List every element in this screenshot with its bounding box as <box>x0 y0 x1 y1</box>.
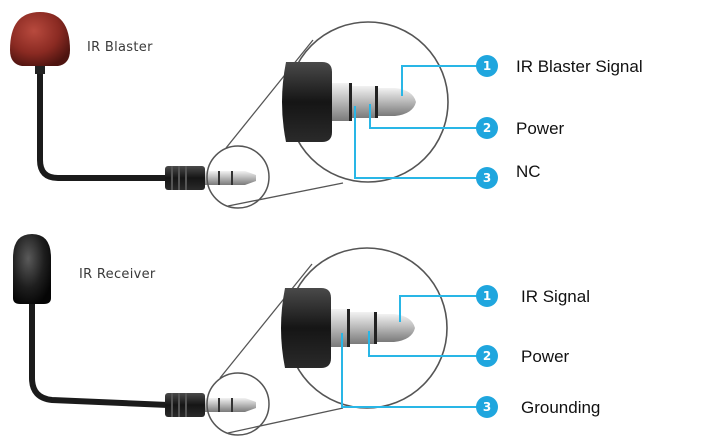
ir-blaster-pin-1-label: IR Blaster Signal <box>516 57 643 76</box>
ir-receiver-pin-2-label: Power <box>521 347 570 366</box>
ir-blaster-cable <box>37 69 171 181</box>
ir-blaster-caption: IR Blaster <box>87 40 153 55</box>
ir-blaster-head-icon <box>10 12 70 74</box>
ir-blaster-pin-3-label: NC <box>516 162 541 181</box>
ir-receiver-small-plug <box>165 393 256 417</box>
ir-blaster-pin-2-badge: 2 <box>476 117 498 139</box>
ir-receiver-head-icon <box>13 234 51 304</box>
ir-blaster-zoom-line-upper <box>225 39 314 149</box>
ir-receiver-pin-3-label: Grounding <box>521 398 601 417</box>
ir-receiver-cable <box>29 295 171 408</box>
ir-receiver-zoom-line-lower <box>227 407 344 434</box>
ir-blaster-pin-1-badge: 1 <box>476 55 498 77</box>
ir-blaster-zoom-source-circle <box>206 145 270 209</box>
ir-receiver-caption: IR Receiver <box>79 267 156 282</box>
ir-receiver-leader-lines <box>341 295 486 408</box>
ir-receiver-assembly <box>13 234 486 436</box>
ir-receiver-zoom-source-circle <box>206 372 270 436</box>
ir-receiver-pin-3-badge: 3 <box>476 396 498 418</box>
ir-blaster-zoom-line-lower <box>227 182 344 207</box>
ir-blaster-assembly <box>10 12 486 209</box>
ir-blaster-small-plug <box>165 166 256 190</box>
ir-blaster-pin-2-label: Power <box>516 119 565 138</box>
ir-receiver-pin-2-badge: 2 <box>476 345 498 367</box>
ir-blaster-leader-lines <box>354 65 486 179</box>
ir-blaster-pin-3-badge: 3 <box>476 167 498 189</box>
ir-receiver-pin-1-label: IR Signal <box>521 287 590 306</box>
ir-blaster-zoomed-plug <box>282 62 416 142</box>
ir-receiver-zoom-line-upper <box>219 263 313 379</box>
ir-receiver-pin-1-badge: 1 <box>476 285 498 307</box>
